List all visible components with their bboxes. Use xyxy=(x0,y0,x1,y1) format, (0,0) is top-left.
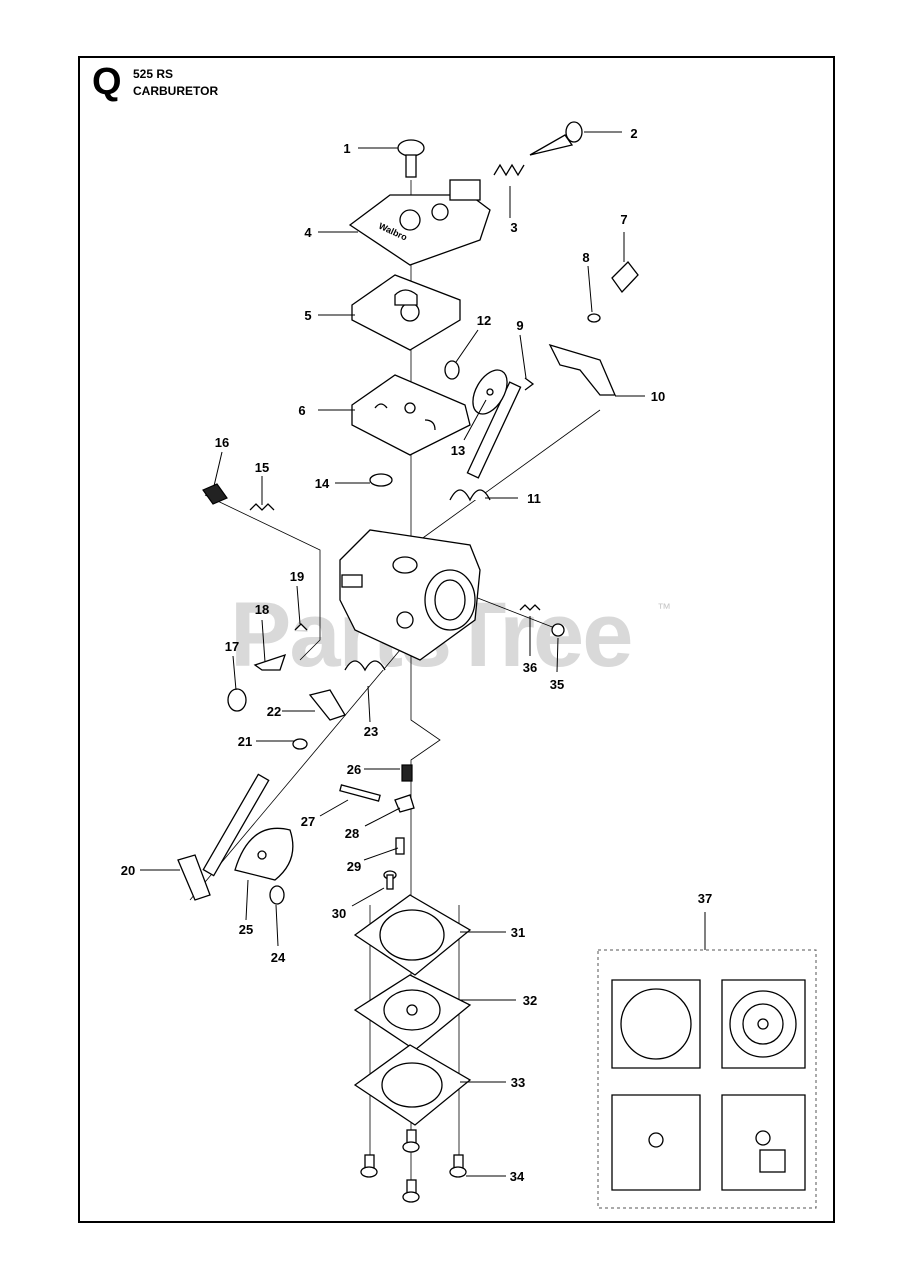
section-letter: Q xyxy=(92,61,122,103)
callout-8: 8 xyxy=(582,250,589,265)
part-33-metering-cover xyxy=(353,1044,472,1126)
callout-10: 10 xyxy=(651,389,665,404)
callout-1: 1 xyxy=(343,141,350,156)
part-22-choke-lever xyxy=(308,689,346,721)
callout-32: 32 xyxy=(523,993,537,1008)
part-24-screw xyxy=(269,885,285,905)
part-7-swivel xyxy=(611,261,639,294)
callout-16: 16 xyxy=(215,435,229,450)
callout-31: 31 xyxy=(511,925,525,940)
part-30-screw xyxy=(383,870,397,890)
part-6-pump-diaphragm xyxy=(351,374,471,456)
callout-3: 3 xyxy=(510,220,517,235)
callout-23: 23 xyxy=(364,724,378,739)
callout-34: 34 xyxy=(510,1169,525,1184)
callout-35: 35 xyxy=(550,677,564,692)
callout-20: 20 xyxy=(121,863,135,878)
part-15-spring xyxy=(249,503,275,511)
callout-2: 2 xyxy=(630,126,637,141)
model-label: 525 RS xyxy=(133,67,174,81)
callout-numbers: 1 2 3 4 5 6 7 8 9 10 11 12 13 14 15 16 1… xyxy=(121,126,712,1184)
callout-37: 37 xyxy=(698,891,712,906)
part-31-gasket xyxy=(353,894,472,976)
part-12-screw xyxy=(444,360,460,380)
part-13-throttle-plate xyxy=(472,369,508,415)
callout-13: 13 xyxy=(451,443,465,458)
callout-14: 14 xyxy=(315,476,330,491)
callout-19: 19 xyxy=(290,569,304,584)
part-32-metering-diaphragm xyxy=(353,974,472,1051)
callout-17: 17 xyxy=(225,639,239,654)
callout-9: 9 xyxy=(516,318,523,333)
part-4-pump-cover: Walbro xyxy=(348,179,491,266)
part-10-throttle-shaft xyxy=(466,343,616,479)
callout-25: 25 xyxy=(239,922,253,937)
part-35-ball xyxy=(551,623,565,637)
part-14-ring xyxy=(369,473,393,487)
part-11-throttle-spring xyxy=(449,489,491,502)
callout-21: 21 xyxy=(238,734,252,749)
diagram-frame xyxy=(78,56,835,1223)
callout-30: 30 xyxy=(332,906,346,921)
part-29-needle xyxy=(395,837,405,855)
part-2-inlet-needle xyxy=(529,121,583,156)
callout-15: 15 xyxy=(255,460,269,475)
part-20-choke-shaft xyxy=(177,773,270,901)
callout-11: 11 xyxy=(527,491,541,506)
callout-22: 22 xyxy=(267,704,281,719)
part-21-washer xyxy=(292,738,308,750)
callout-26: 26 xyxy=(347,762,361,777)
part-5-pump-gasket xyxy=(351,274,461,351)
part-27-pin xyxy=(339,784,381,802)
callout-leader-lines xyxy=(140,131,706,1177)
part-9-ring xyxy=(524,377,535,391)
part-26-spring xyxy=(401,764,413,782)
part-36-spring xyxy=(519,604,541,611)
part-37-gasket-kit xyxy=(597,949,817,1209)
part-19-ring xyxy=(294,623,308,631)
callout-7: 7 xyxy=(620,212,627,227)
callout-28: 28 xyxy=(345,826,359,841)
part-23-spring xyxy=(344,660,386,672)
part-3-spring xyxy=(493,163,525,177)
part-16-plug xyxy=(202,483,228,505)
callout-5: 5 xyxy=(304,308,311,323)
part-8-washer xyxy=(587,313,601,323)
callout-12: 12 xyxy=(477,313,491,328)
callout-36: 36 xyxy=(523,660,537,675)
part-18-lever xyxy=(253,653,287,671)
callout-6: 6 xyxy=(298,403,305,418)
part-34-screws xyxy=(360,1129,467,1203)
part-25-choke-plate xyxy=(234,827,294,881)
callout-24: 24 xyxy=(271,950,286,965)
callout-4: 4 xyxy=(304,225,312,240)
watermark-trademark: ™ xyxy=(657,600,671,616)
part-1-screw xyxy=(397,139,425,178)
part-17-screw xyxy=(227,688,247,712)
callout-27: 27 xyxy=(301,814,315,829)
callout-18: 18 xyxy=(255,602,269,617)
callout-29: 29 xyxy=(347,859,361,874)
group-title: CARBURETOR xyxy=(133,84,219,98)
callout-33: 33 xyxy=(511,1075,525,1090)
carburetor-body xyxy=(339,529,481,661)
